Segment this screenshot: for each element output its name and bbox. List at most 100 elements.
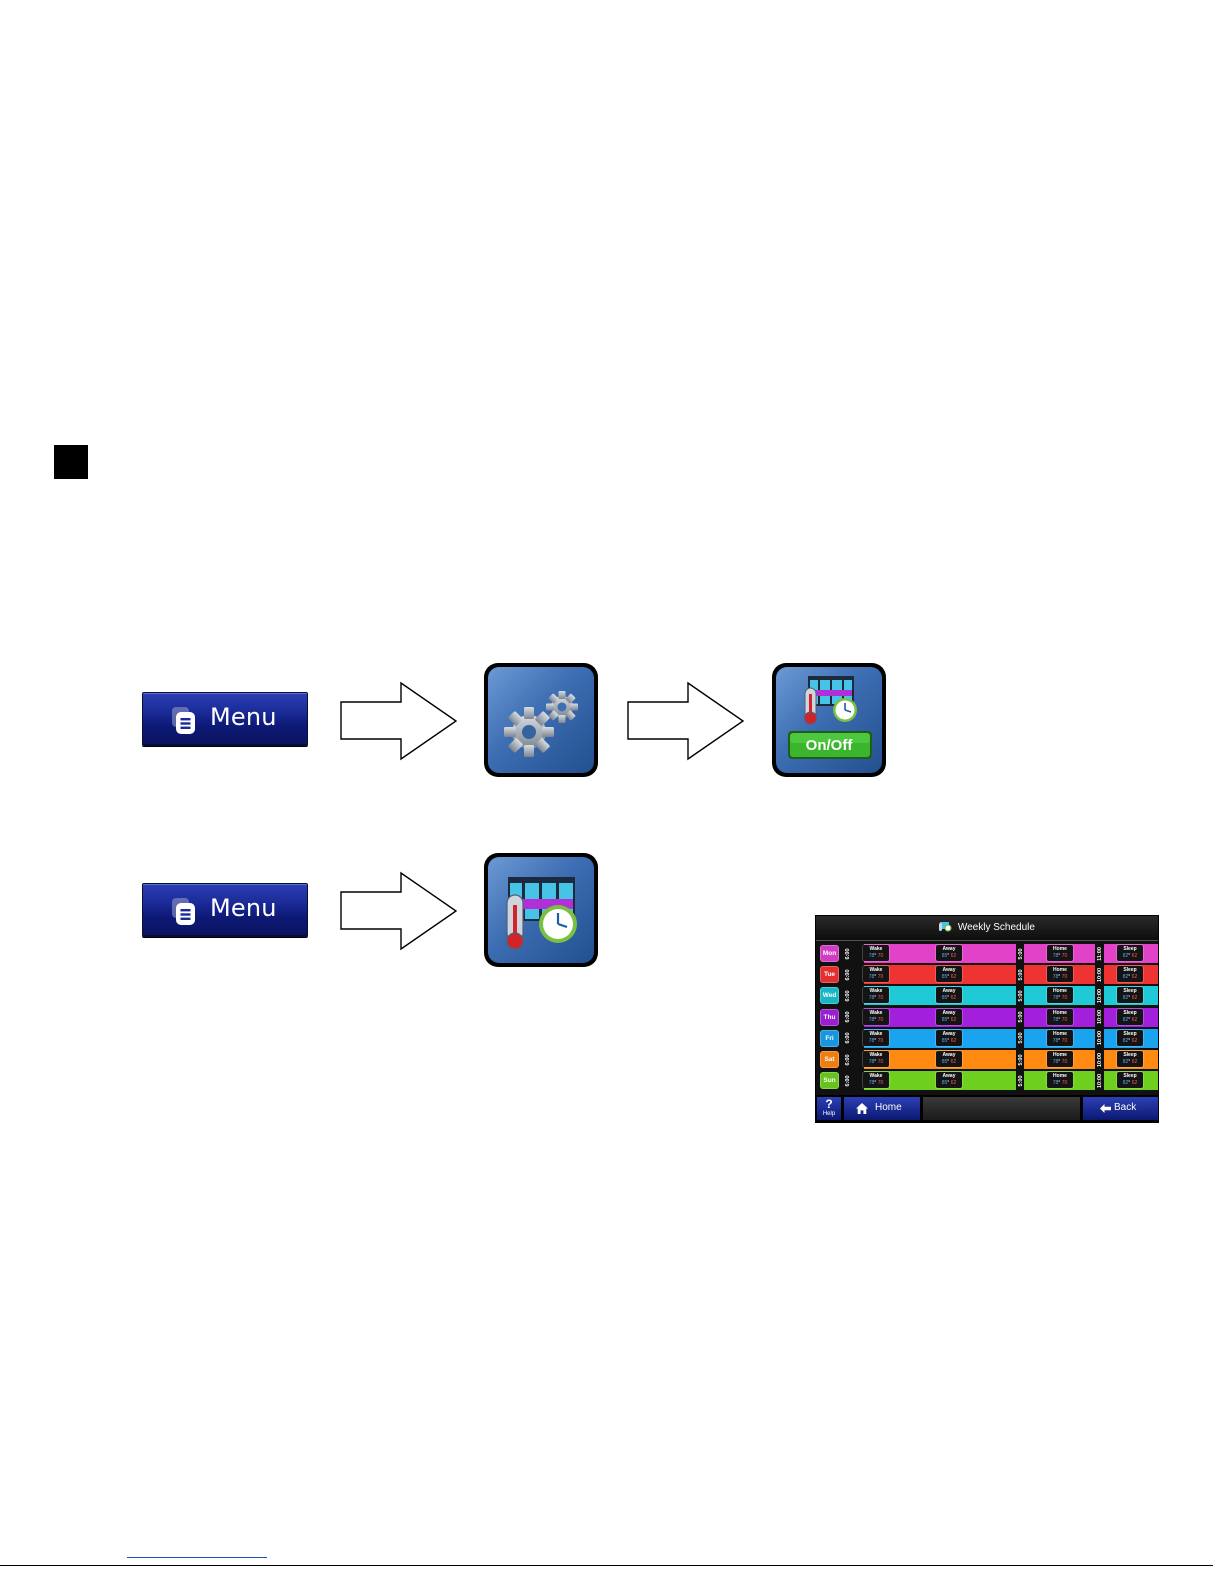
period-start-time: 10:00 [1096,985,1103,1006]
schedule-bottom-bar: ? Help Home Back [816,1095,1158,1122]
cool-setpoint: 85 [941,1016,948,1023]
period-start-time: 5:00 [1017,943,1024,964]
period-name: Wake [869,1030,883,1037]
help-button[interactable]: ? Help [816,1096,842,1121]
heat-setpoint: 70 [877,1016,884,1023]
setpoints: 85° 62 [941,1080,957,1087]
back-label: Back [1114,1102,1137,1113]
setpoints: 78° 70 [868,1080,884,1087]
period-name: Away [942,1009,956,1016]
gears-icon [504,691,578,757]
period-start-time-text: 6:00 [844,969,851,981]
period-name: Away [942,967,956,974]
home-button[interactable]: Home [843,1096,921,1121]
heat-setpoint: 62 [950,1037,957,1044]
cool-setpoint: 82 [1122,1080,1129,1087]
heat-setpoint: 62 [1131,1016,1138,1023]
day-tile[interactable]: Tue [820,966,839,984]
schedule-onoff-app-icon[interactable]: On/Off [772,663,886,777]
day-tile[interactable]: Wed [820,987,839,1005]
cool-setpoint: 85 [941,974,948,981]
day-tile[interactable]: Sun [820,1072,839,1090]
period-name: Wake [869,967,883,974]
day-tile[interactable]: Thu [820,1008,839,1026]
period-start-time-text: 10:00 [1096,1010,1103,1025]
menu-button[interactable]: Menu [142,692,308,746]
menu-button[interactable]: Menu [142,883,308,937]
period-start-time: 10:00 [1096,964,1103,985]
schedule-app-icon[interactable] [484,853,598,967]
back-arrow-icon [1100,1104,1111,1113]
settings-app-icon[interactable] [484,663,598,777]
setpoints: 85° 62 [941,1016,957,1023]
period-start-time-text: 11:00 [1096,946,1103,961]
period-name: Away [942,1030,956,1037]
period-start-time-text: 10:00 [1096,967,1103,982]
setpoints: 78° 70 [868,1059,884,1065]
period-name: Wake [869,1073,883,1080]
period-name: Sleep [1123,988,1137,995]
footnote-rule [127,1557,267,1558]
period-name: Away [942,946,956,952]
setpoints: 85° 62 [941,995,957,1002]
period-start-time: 5:00 [1017,985,1024,1006]
setpoints: 85° 62 [941,953,957,959]
back-button[interactable]: Back [1082,1096,1158,1121]
day-tile[interactable]: Mon [820,945,839,962]
heat-setpoint: 70 [1061,995,1068,1002]
day-tile[interactable]: Fri [820,1029,839,1047]
period-start-time: 5:00 [1017,1028,1024,1049]
cool-setpoint: 85 [941,953,948,959]
section-marker [54,445,88,479]
cool-setpoint: 78 [868,974,875,981]
period-start-time-text: 5:00 [1017,1011,1024,1023]
period-start-time: 10:00 [1096,1007,1103,1028]
cool-setpoint: 82 [1122,1037,1129,1044]
menu-label: Menu [210,703,277,731]
period-name: Wake [869,1009,883,1016]
heat-setpoint: 62 [950,1016,957,1023]
period-start-time-text: 10:00 [1096,988,1103,1003]
day-tile[interactable]: Sat [820,1051,839,1068]
setpoints: 78° 70 [1052,974,1068,981]
right-arrow-icon [340,681,458,761]
heat-setpoint: 62 [1131,974,1138,981]
period-start-time-text: 6:00 [844,1075,851,1087]
period-name: Away [942,1073,956,1080]
